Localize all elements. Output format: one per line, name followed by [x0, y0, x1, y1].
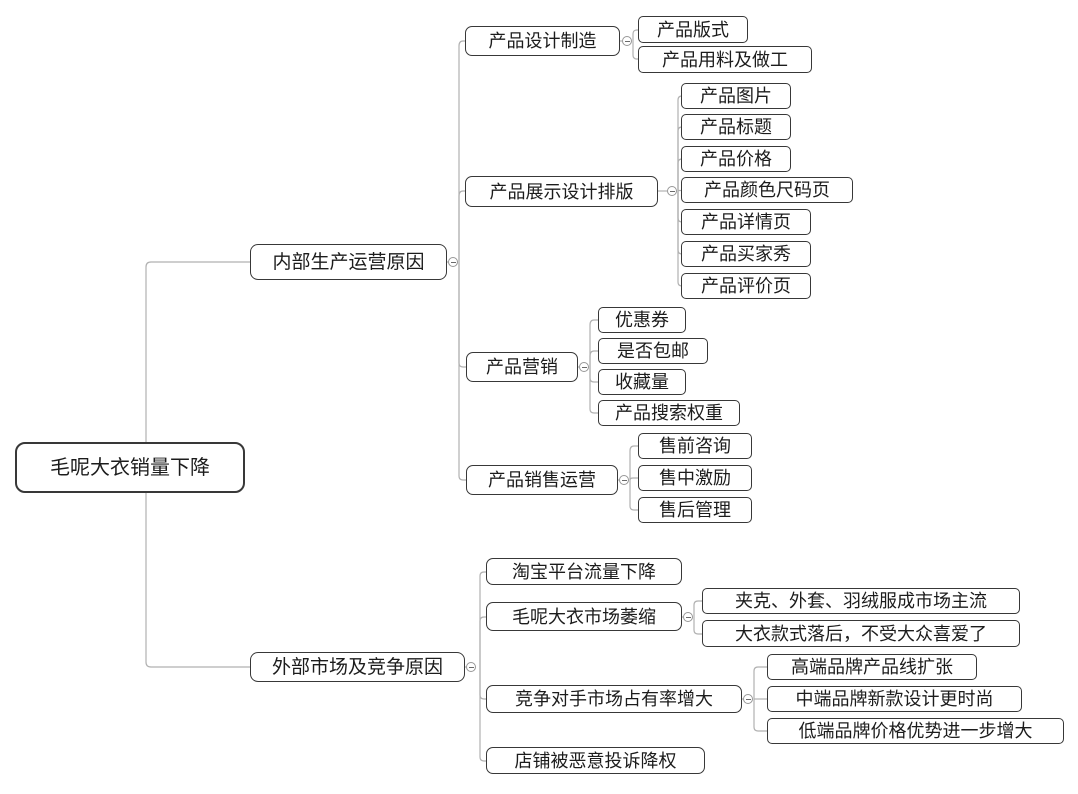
collapse-icon-internal[interactable] [448, 257, 458, 267]
minus-icon [745, 698, 751, 700]
node-product-search-weight[interactable]: 产品搜索权重 [598, 400, 740, 426]
node-aftersale-management[interactable]: 售后管理 [638, 497, 752, 523]
node-root[interactable]: 毛呢大衣销量下降 [15, 442, 245, 493]
node-product-color-size-page[interactable]: 产品颜色尺码页 [681, 177, 853, 203]
node-product-sales-operation[interactable]: 产品销售运营 [466, 465, 618, 495]
collapse-icon-competitor[interactable] [743, 694, 753, 704]
collapse-icon-product-sales[interactable] [619, 475, 629, 485]
collapse-icon-product-display[interactable] [667, 186, 677, 196]
minus-icon [624, 40, 630, 42]
node-wool-coat-market-shrink[interactable]: 毛呢大衣市场萎缩 [486, 602, 682, 631]
minus-icon [669, 190, 675, 192]
node-insale-incentive[interactable]: 售中激励 [638, 465, 752, 491]
node-jackets-coats-down-mainstream[interactable]: 夹克、外套、羽绒服成市场主流 [702, 588, 1020, 614]
minus-icon [621, 479, 627, 481]
node-product-design-manufacturing[interactable]: 产品设计制造 [465, 26, 620, 56]
node-product-materials-workmanship[interactable]: 产品用料及做工 [638, 46, 812, 73]
node-product-format[interactable]: 产品版式 [638, 16, 748, 43]
minus-icon [685, 616, 691, 618]
minus-icon [581, 366, 587, 368]
minus-icon [468, 666, 474, 668]
node-internal-production-operations[interactable]: 内部生产运营原因 [250, 244, 447, 280]
node-favorites-count[interactable]: 收藏量 [598, 369, 686, 395]
node-product-buyer-show[interactable]: 产品买家秀 [681, 241, 811, 267]
node-product-price[interactable]: 产品价格 [681, 146, 791, 172]
collapse-icon-product-design[interactable] [622, 36, 632, 46]
node-product-display-design-layout[interactable]: 产品展示设计排版 [465, 176, 658, 207]
node-taobao-traffic-decline[interactable]: 淘宝平台流量下降 [486, 558, 682, 585]
node-coat-style-outdated[interactable]: 大衣款式落后，不受大众喜爱了 [702, 620, 1020, 647]
node-product-review-page[interactable]: 产品评价页 [681, 273, 811, 299]
node-highend-brand-line-expansion[interactable]: 高端品牌产品线扩张 [767, 654, 977, 680]
node-presale-consultation[interactable]: 售前咨询 [638, 433, 752, 459]
collapse-icon-external[interactable] [466, 662, 476, 672]
node-external-market-competition[interactable]: 外部市场及竞争原因 [250, 652, 465, 682]
collapse-icon-product-marketing[interactable] [579, 362, 589, 372]
node-coupon[interactable]: 优惠券 [598, 307, 686, 333]
collapse-icon-market-shrink[interactable] [683, 612, 693, 622]
node-free-shipping[interactable]: 是否包邮 [598, 338, 708, 364]
minus-icon [450, 261, 456, 263]
node-product-title[interactable]: 产品标题 [681, 114, 791, 140]
node-competitor-market-share-growth[interactable]: 竞争对手市场占有率增大 [486, 685, 742, 713]
node-product-detail-page[interactable]: 产品详情页 [681, 209, 811, 235]
node-shop-malicious-complaint-downgrade[interactable]: 店铺被恶意投诉降权 [486, 747, 705, 774]
node-lowend-brand-price-advantage[interactable]: 低端品牌价格优势进一步增大 [767, 718, 1064, 744]
node-product-images[interactable]: 产品图片 [681, 83, 791, 109]
node-product-marketing[interactable]: 产品营销 [466, 352, 578, 382]
node-midrange-brand-fashion-design[interactable]: 中端品牌新款设计更时尚 [767, 686, 1022, 712]
